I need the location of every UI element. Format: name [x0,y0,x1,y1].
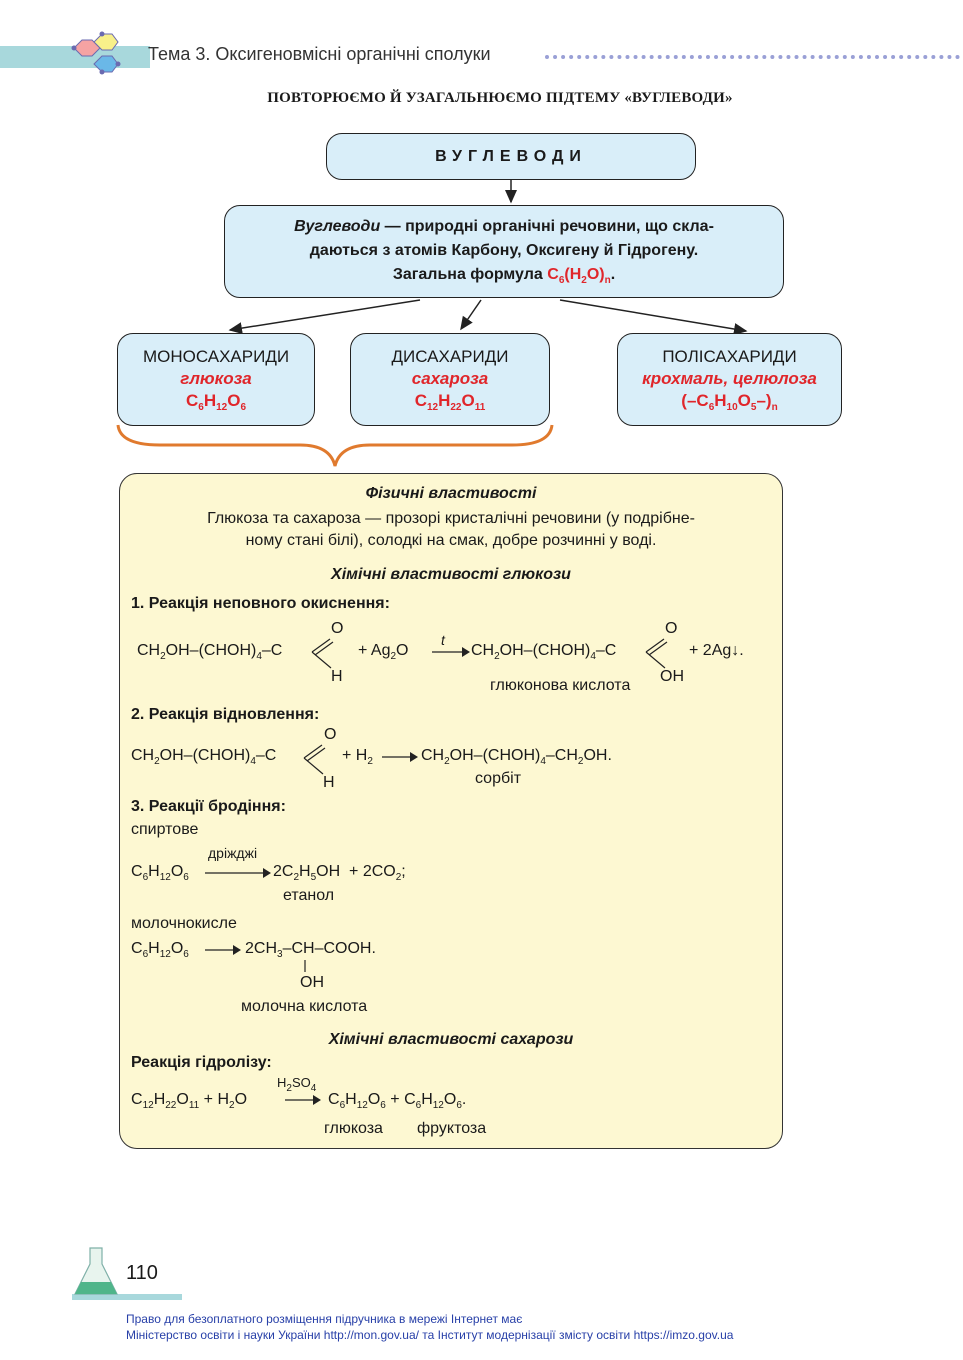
fructose-label: фруктоза [417,1120,487,1137]
r1p-oh-group: OH [660,668,684,685]
glucose-heading: Хімічні властивості глюкози [331,566,571,583]
r1-h-atom: H [331,668,343,685]
r3b-oh-group: OH [300,974,324,991]
starch-cellulose-example: крохмаль, целюлоза [642,369,817,388]
sucrose-heading: Хімічні властивості сахарози [328,1031,574,1048]
footer-line1: Право для безоплатного розміщення підруч… [126,1312,523,1326]
r3a-arrow [205,868,271,878]
r2-product: CH2OH–(CHOH)4–CH2OH. [421,747,612,767]
r2-hydrogen: + H2 [342,747,373,767]
flask-icon [72,1247,182,1300]
polysaccharides-box: ПОЛІСАХАРИДИ крохмаль, целюлоза (–C6H10O… [617,333,842,426]
r1-arrow [432,647,470,657]
definition-box: Вуглеводи — природні органічні речовини,… [224,205,784,298]
sucrose-example: сахароза [411,369,489,388]
polysaccharides-label: ПОЛІСАХАРИДИ [662,347,797,366]
glucose-example: глюкоза [180,369,252,388]
footer-line2: Міністерство освіти і науки України http… [126,1328,734,1342]
reaction3-title: 3. Реакції бродіння: [131,798,286,815]
reaction1-reactant: CH2OH–(CHOH)4–C [137,642,283,662]
r3a-reactant: C6H12O6 [131,863,189,883]
properties-box [119,473,783,1149]
sulfuric-acid-catalyst: H2SO4 [277,1075,317,1094]
monosaccharides-label: МОНОСАХАРИДИ [142,347,290,366]
definition-term: Вуглеводи [294,218,381,235]
r3b-product: 2CH3–CH–COOH. [245,940,376,960]
r1-silver: + 2Ag↓. [689,642,744,659]
r1-o-atom: O [331,620,344,637]
monosaccharides-box: МОНОСАХАРИДИ глюкоза C6H12O6 [117,333,315,426]
glucose-formula: C6H12O6 [185,391,247,413]
r3a-products: 2C2H5OH + 2CO2; [273,863,406,883]
physical-heading: Фізичні властивості [365,485,537,502]
hydrolysis-products: C6H12O6 + C6H12O6. [328,1091,467,1111]
alcoholic-fermentation-label: спиртове [131,821,199,838]
r1-product: CH2OH–(CHOH)4–C [471,642,617,662]
r2-arrow [382,752,418,762]
header-dotted-line [545,55,960,59]
r2-reactant: CH2OH–(CHOH)4–C [131,747,277,767]
r1p-o-atom: O [665,620,678,637]
r1-heat-label: t [441,632,445,648]
hydrolysis-reactants: C12H22O11 + H2O [131,1091,248,1111]
r2-o-atom: O [324,726,337,743]
r2-h-atom: H [323,774,335,791]
definition-line1: — природні органічні речовини, що скла- [380,218,714,235]
lactic-acid-label: молочна кислота [241,998,368,1015]
ethanol-label: етанол [283,887,335,904]
definition-line2: даються з атомів Карбону, Оксигену й Гід… [309,242,699,259]
r1-aldehyde-bonds [311,638,334,669]
yeast-label: дріжджі [208,845,258,861]
r3b-reactant: C6H12O6 [131,940,189,960]
r3b-arrow [205,945,241,955]
reaction1-title: 1. Реакція неповного окиснення: [131,595,390,612]
lactic-fermentation-label: молочнокисле [131,915,237,932]
page-number: 110 [126,1262,158,1284]
polysaccharide-formula: (–C6H10O5–)n [681,391,778,413]
diagram-arrows [116,180,748,467]
glucose-label: глюкоза [324,1120,383,1137]
hexagon-logo-icon [71,31,121,75]
sorbitol-label: сорбіт [475,770,522,787]
page-heading: ПОВТОРЮЄМО Й УЗАГАЛЬНЮЄМО ПІДТЕМУ «ВУГЛЕ… [267,90,733,106]
disaccharides-label: ДИСАХАРИДИ [391,347,509,366]
r2-aldehyde-bonds [303,744,326,775]
physical-text: Глюкоза та сахароза — прозорі кристалічн… [207,510,695,549]
r1-ag2o: + Ag2O [358,642,409,662]
gluconic-acid-label: глюконова кислота [490,677,631,694]
topic-title: Тема 3. Оксигеновмісні органічні сполуки [148,44,491,64]
reaction2-title: 2. Реакція відновлення: [131,706,320,723]
sucrose-formula: C12H22O11 [414,391,486,413]
r1p-carboxyl-bonds [645,638,668,669]
carbohydrates-title-box: ВУГЛЕВОДИ [326,133,696,180]
disaccharides-box: ДИСАХАРИДИ сахароза C12H22O11 [350,333,550,426]
hydrolysis-title: Реакція гідролізу: [131,1054,272,1071]
definition-line3: Загальна формула C6(H2O)n. [392,266,616,286]
hydrolysis-arrow [285,1095,321,1105]
r3b-oh-bond [304,960,306,972]
